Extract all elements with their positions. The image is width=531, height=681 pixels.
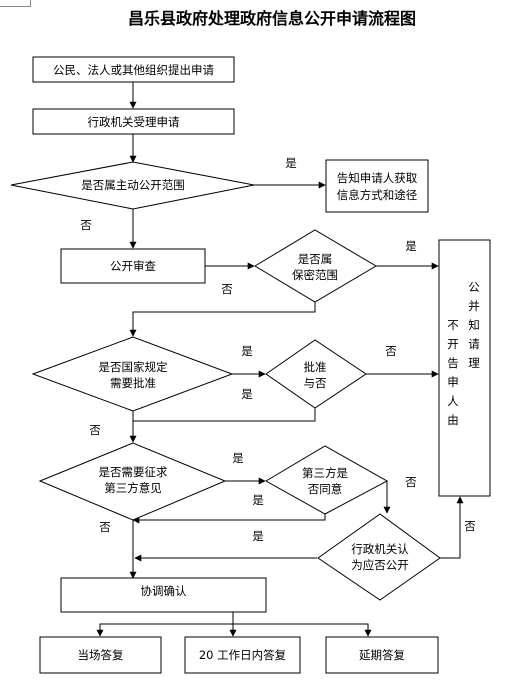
edge-label-active-yes: 是 [285, 156, 297, 170]
node-submit-label: 公民、法人或其他组织提出申请 [53, 63, 214, 77]
arrow-coordinate-to-reply-delay [233, 623, 372, 637]
node-need-third-line1: 是否需要征求 [99, 465, 168, 479]
diagram-title: 昌乐县政府处理政府信息公开申请流程图 [128, 9, 416, 28]
node-reply-20-days: 20 工作日内答复 [184, 636, 301, 674]
node-active-scope-decision: 是否属主动公开范围 [10, 161, 255, 210]
node-inform-line1: 告知申请人获取 [337, 171, 418, 185]
arrow-coordinate-to-reply-now [96, 612, 234, 637]
node-approve-line2: 与否 [304, 376, 327, 390]
node-third-agree-line1: 第三方是 [302, 466, 348, 480]
edge-label-secret-yes: 是 [405, 239, 417, 253]
node-secret-decision: 是否属 保密范围 [254, 229, 377, 303]
node-inform: 告知申请人获取 信息方式和途径 [325, 159, 429, 213]
node-reply-delay-label: 延期答复 [359, 648, 405, 662]
edge-label-need-third-no: 否 [99, 520, 111, 534]
edge-label-approve-yes: 是 [241, 387, 253, 401]
node-agency-decide-decision: 行政机关认 为应否公开 [317, 513, 441, 601]
node-active-scope-label: 是否属主动公开范围 [81, 178, 185, 192]
node-accept: 行政机关受理申请 [32, 108, 235, 135]
edge-label-agency-yes: 是 [252, 529, 264, 543]
node-need-approval-line1: 是否国家规定 [99, 360, 168, 374]
node-need-third-line2: 第三方意见 [104, 481, 162, 495]
node-reply-now-label: 当场答复 [78, 648, 124, 662]
edge-label-third-agree-yes: 是 [252, 493, 264, 507]
arrow-approve-yes-back [133, 408, 316, 422]
connectors [96, 82, 464, 637]
node-third-agree-line2: 否同意 [308, 482, 343, 496]
node-coordinate-label: 协调确认 [141, 584, 187, 598]
node-submit: 公民、法人或其他组织提出申请 [32, 56, 235, 83]
node-coordinate: 协调确认 [60, 577, 267, 613]
node-approve-line1: 批准 [304, 360, 327, 374]
arrow-agency-no-to-refuse [440, 496, 464, 559]
node-need-third-decision: 是否需要征求 第三方意见 [38, 442, 227, 521]
node-agency-decide-line1: 行政机关认 [351, 542, 409, 556]
node-reply-now: 当场答复 [39, 636, 162, 674]
node-secret-line2: 保密范围 [292, 268, 338, 282]
arrow-agree-yes-back [132, 514, 326, 524]
edge-label-need-third-yes: 是 [232, 451, 244, 465]
node-reply-delay: 延期答复 [325, 636, 439, 674]
node-need-approval-line2: 需要批准 [110, 376, 156, 390]
node-refuse-col2: 公并知请理 [468, 280, 480, 370]
edge-label-third-agree-no: 否 [405, 475, 417, 489]
edge-label-secret-no: 否 [221, 282, 233, 296]
edge-label-active-no: 否 [80, 218, 92, 232]
node-refuse-col1: 不开告申人由 [447, 318, 459, 427]
node-inform-line2: 信息方式和途径 [337, 188, 418, 202]
node-agency-decide-line2: 为应否公开 [351, 558, 409, 572]
edge-labels: 是 否 是 否 是 否 是 否 是 否 是 否 是 否 [80, 156, 476, 543]
edge-label-approve-no: 否 [385, 344, 397, 358]
node-refuse: 不开告申人由 公并知请理 [438, 239, 491, 497]
node-secret-line1: 是否属 [298, 252, 333, 266]
edge-label-need-approval-no: 否 [89, 423, 101, 437]
node-review-label: 公开审查 [110, 259, 156, 273]
node-review: 公开审查 [60, 248, 206, 284]
node-approve-decision: 批准 与否 [265, 339, 367, 409]
node-accept-label: 行政机关受理申请 [88, 115, 180, 129]
arrow-secret-no-to-approval [129, 302, 316, 337]
edge-label-need-approval-yes: 是 [241, 344, 253, 358]
node-need-approval-decision: 是否国家规定 需要批准 [31, 336, 234, 412]
node-reply-20-days-label: 20 工作日内答复 [199, 648, 287, 662]
window-corner-mark [0, 0, 31, 7]
edge-label-agency-no: 否 [464, 519, 476, 533]
node-third-agree-decision: 第三方是 否同意 [264, 445, 389, 515]
